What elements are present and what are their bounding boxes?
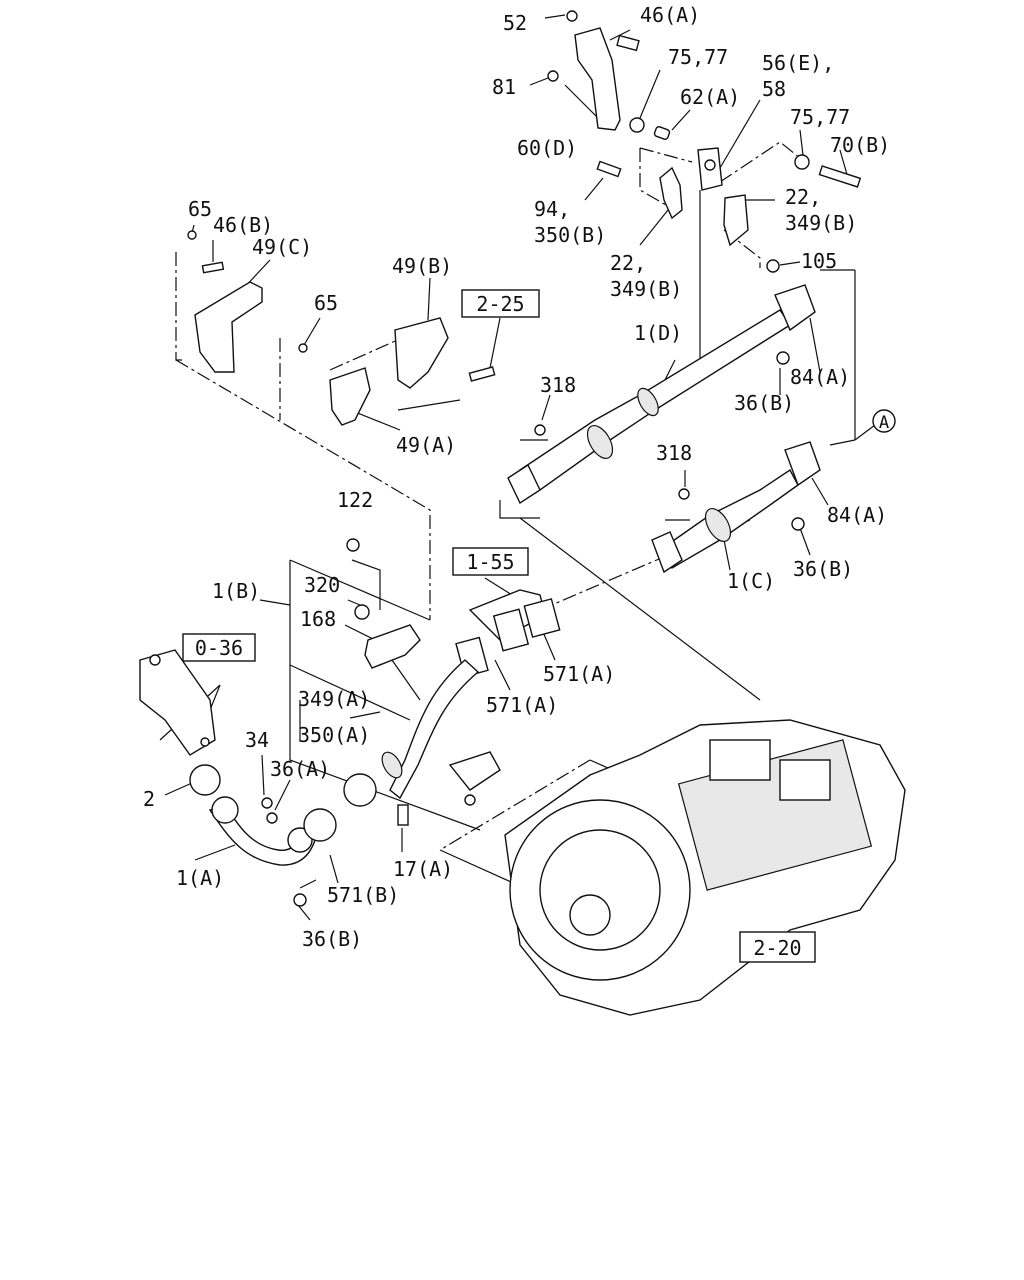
- label-320: 320: [304, 573, 340, 597]
- label-84a-b: 84(A): [827, 503, 887, 527]
- label-58: 58: [762, 77, 786, 101]
- label-22-b: 22,: [610, 251, 646, 275]
- ref-0-36-label: 0-36: [195, 636, 243, 660]
- label-22-a: 22,: [785, 185, 821, 209]
- label-1b: 1(B): [212, 579, 260, 603]
- ref-2-25-label: 2-25: [476, 292, 524, 316]
- label-52: 52: [503, 11, 527, 35]
- label-81: 81: [492, 75, 516, 99]
- label-350b: 350(B): [534, 223, 606, 247]
- label-36b-a: 36(B): [734, 391, 794, 415]
- label-1d: 1(D): [634, 321, 682, 345]
- label-122: 122: [337, 488, 373, 512]
- label-318-b: 318: [656, 441, 692, 465]
- parts-art: [139, 10, 906, 1016]
- label-2: 2: [143, 787, 155, 811]
- ref-box-1-55[interactable]: 1-55: [452, 547, 529, 576]
- label-350a: 350(A): [298, 723, 370, 747]
- label-571b: 571(B): [327, 883, 399, 907]
- label-94: 94,: [534, 197, 570, 221]
- ref-2-20-label: 2-20: [753, 936, 801, 960]
- label-65-b: 65: [314, 291, 338, 315]
- circle-a-marker: A: [872, 409, 896, 433]
- label-62a: 62(A): [680, 85, 740, 109]
- label-36b-b: 36(B): [793, 557, 853, 581]
- label-56e: 56(E),: [762, 51, 834, 75]
- label-105: 105: [801, 249, 837, 273]
- label-1a: 1(A): [176, 866, 224, 890]
- label-60d: 60(D): [517, 136, 577, 160]
- label-571a-a: 571(A): [543, 662, 615, 686]
- circle-a-label: A: [879, 413, 889, 433]
- label-17a: 17(A): [393, 857, 453, 881]
- label-168: 168: [300, 607, 336, 631]
- label-46b: 46(B): [213, 213, 273, 237]
- label-84a-a: 84(A): [790, 365, 850, 389]
- ref-box-0-36[interactable]: 0-36: [182, 633, 256, 662]
- label-49c: 49(C): [252, 235, 312, 259]
- ref-1-55-label: 1-55: [466, 550, 514, 574]
- label-349b-a: 349(B): [785, 211, 857, 235]
- label-1c: 1(C): [727, 569, 775, 593]
- label-46a: 46(A): [640, 3, 700, 27]
- ref-box-2-25[interactable]: 2-25: [461, 289, 540, 318]
- label-49b: 49(B): [392, 254, 452, 278]
- callout-labels: 52 46(A) 81 75,77 62(A) 56(E), 58 75,77 …: [143, 3, 890, 951]
- label-75-77-a: 75,77: [668, 45, 728, 69]
- label-571a-b: 571(A): [486, 693, 558, 717]
- label-75-77-b: 75,77: [790, 105, 850, 129]
- label-65-a: 65: [188, 197, 212, 221]
- ref-box-2-20[interactable]: 2-20: [739, 931, 816, 963]
- label-34: 34: [245, 728, 269, 752]
- label-349a: 349(A): [298, 687, 370, 711]
- label-36b-c: 36(B): [302, 927, 362, 951]
- label-36a: 36(A): [270, 757, 330, 781]
- label-70b: 70(B): [830, 133, 890, 157]
- label-49a: 49(A): [396, 433, 456, 457]
- label-318-a: 318: [540, 373, 576, 397]
- label-349b-b: 349(B): [610, 277, 682, 301]
